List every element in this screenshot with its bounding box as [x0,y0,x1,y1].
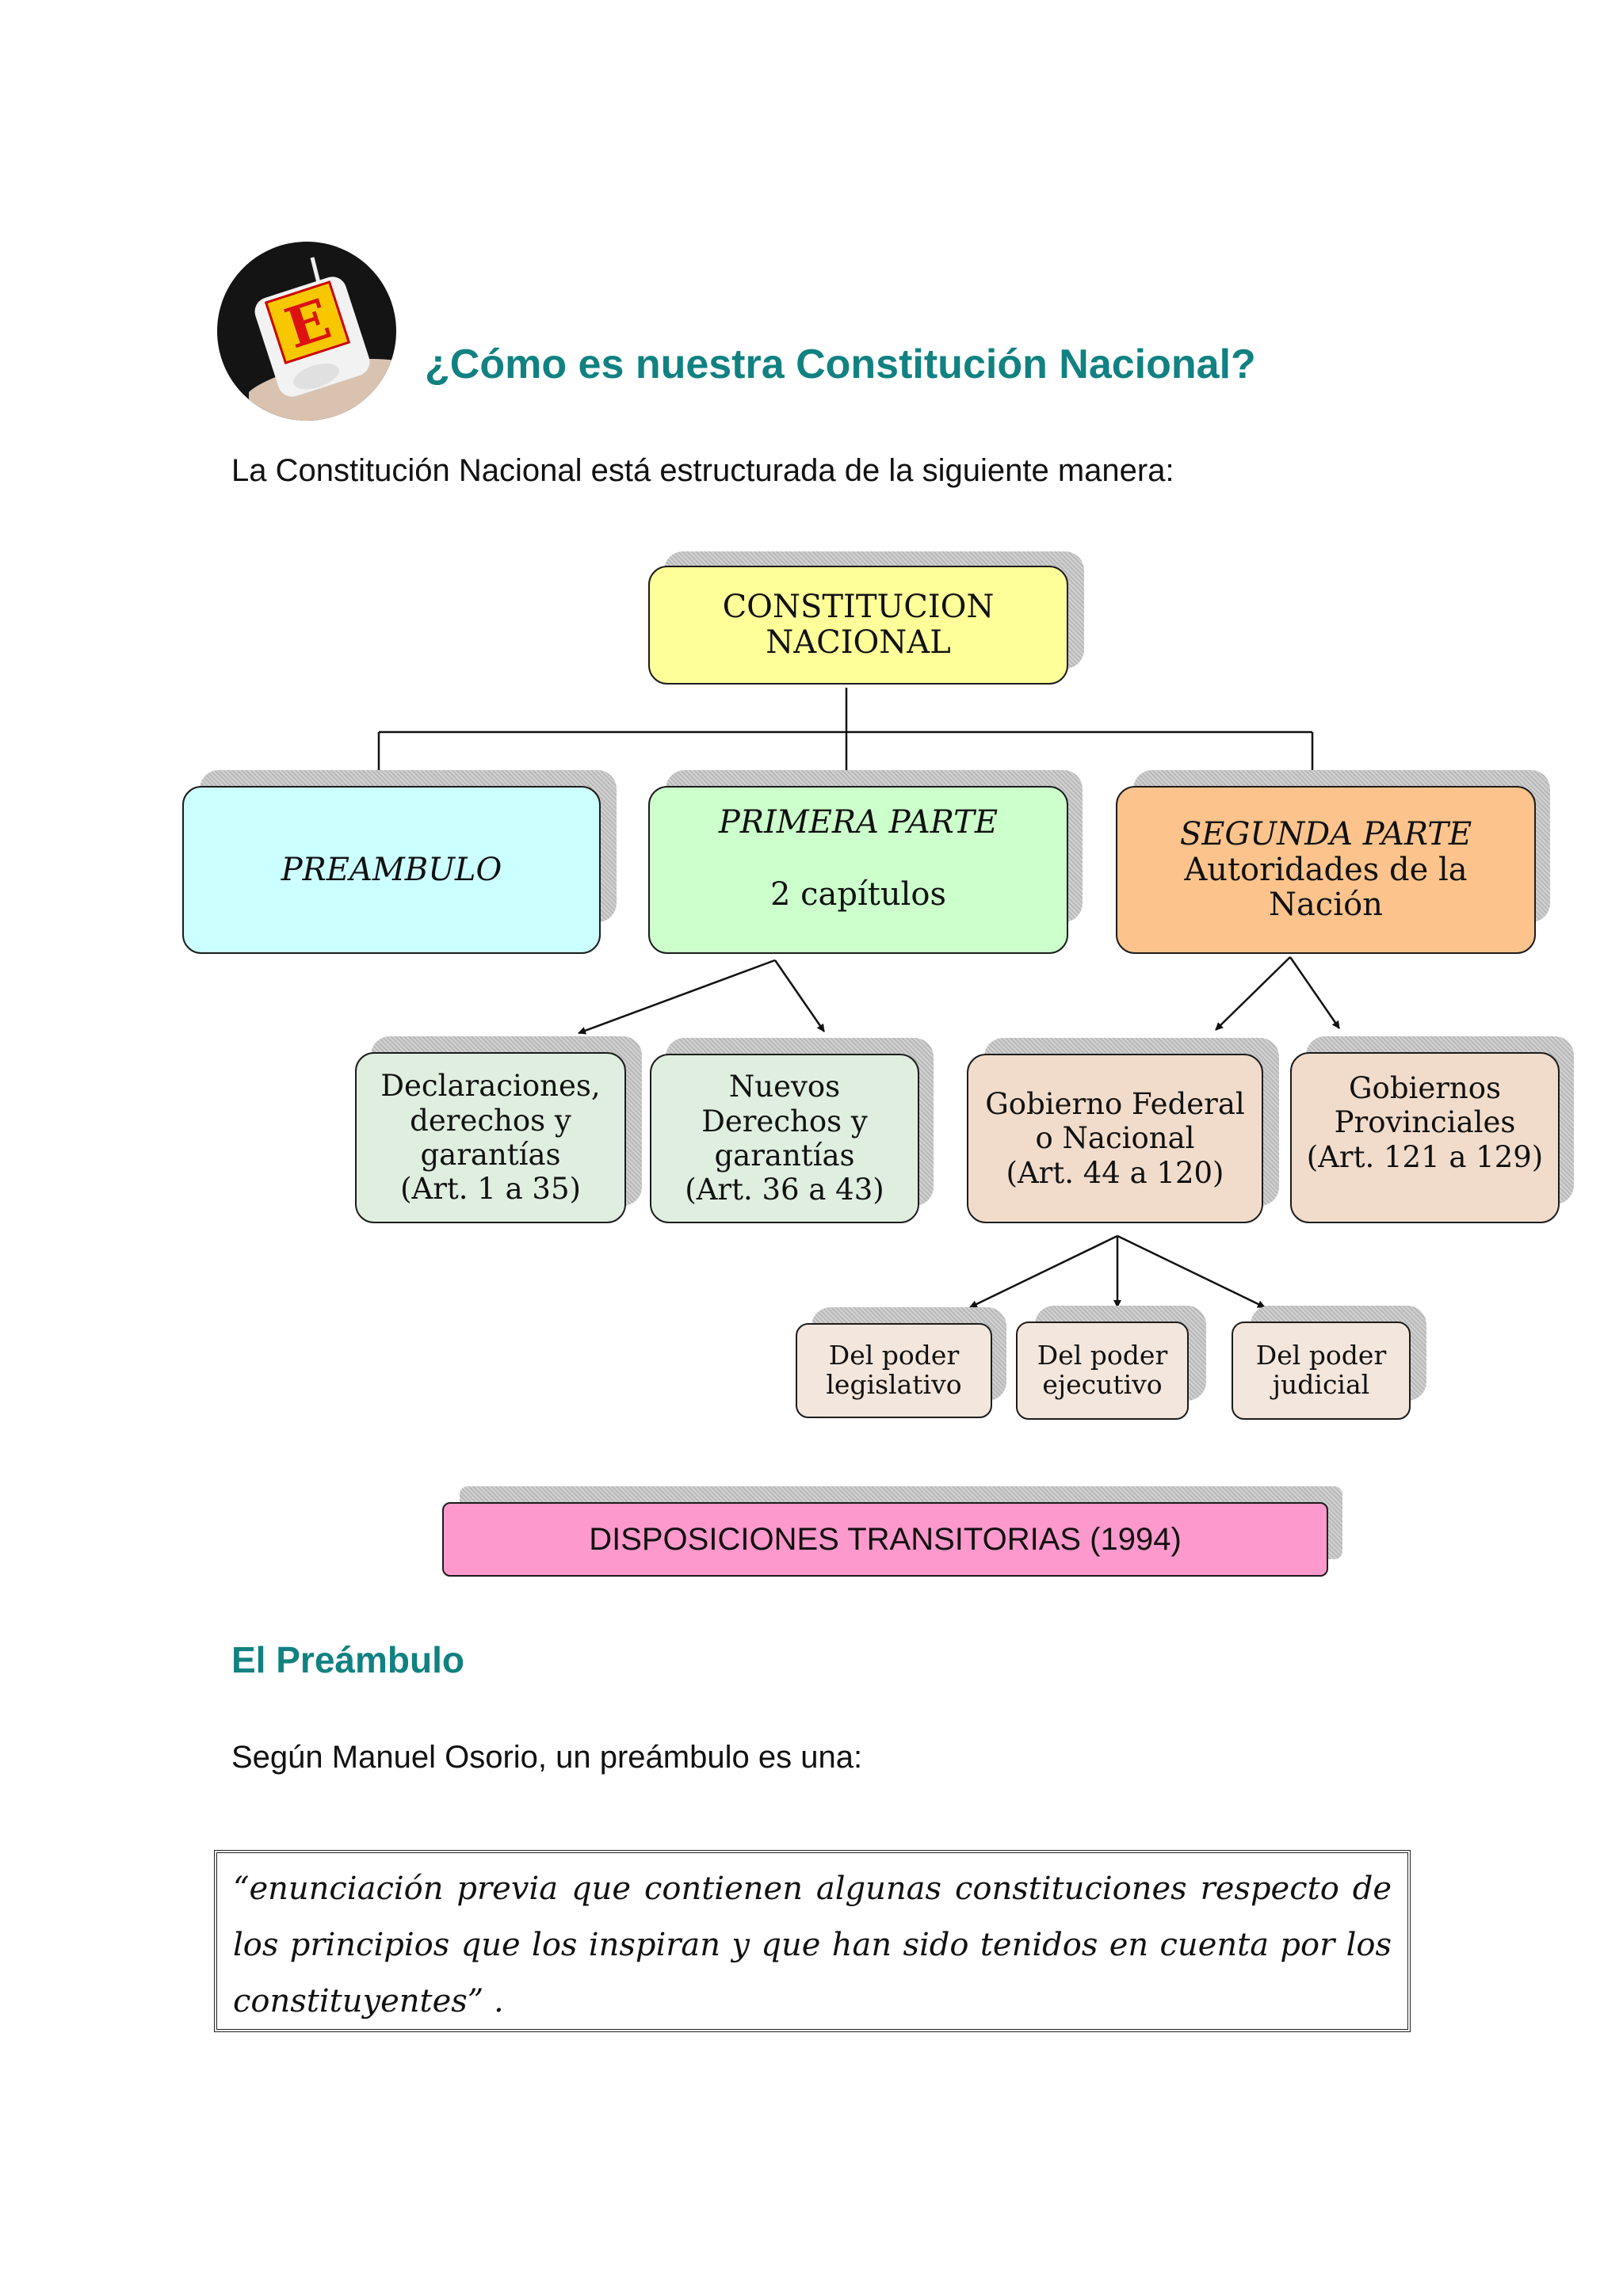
box-preambulo: PREAMBULO [182,786,601,954]
definition-quote: “enunciación previa que contienen alguna… [214,1850,1411,2032]
segunda-sub-1: Autoridades de la [1184,851,1468,888]
federal-line-3: (Art. 44 a 120) [1006,1155,1224,1190]
legislativo-line-2: legislativo [826,1369,962,1400]
box-declaraciones: Declaraciones, derechos y garantías (Art… [355,1052,626,1223]
box-primera-parte: PRIMERA PARTE 2 capítulos [648,786,1068,954]
box-poder-legislativo: Del poder legislativo [796,1323,992,1418]
legislativo-line-1: Del poder [828,1340,960,1371]
box-gobierno-federal: Gobierno Federal o Nacional (Art. 44 a 1… [967,1054,1263,1223]
declaraciones-line-3: garantías [420,1138,561,1172]
segunda-sub-2: Nación [1269,887,1383,924]
provinciales-line-2: Provinciales [1334,1105,1516,1140]
box-constitucion-nacional: CONSTITUCION NACIONAL [648,566,1068,685]
nuevos-line-4: (Art. 36 a 43) [685,1173,884,1207]
primera-sub: 2 capítulos [769,875,947,913]
declaraciones-line-4: (Art. 1 a 35) [400,1172,581,1207]
box-segunda-parte: SEGUNDA PARTE Autoridades de la Nación [1116,786,1536,954]
root-line-1: CONSTITUCION [722,589,995,626]
section-intro: Según Manuel Osorio, un preámbulo es una… [231,1740,863,1775]
transitorias-label: DISPOSICIONES TRANSITORIAS (1994) [589,1521,1182,1557]
root-line-2: NACIONAL [766,624,951,661]
ejecutivo-line-1: Del poder [1037,1340,1168,1371]
primera-title: PRIMERA PARTE [718,804,999,841]
box-gobiernos-provinciales: Gobiernos Provinciales (Art. 121 a 129) [1290,1052,1560,1223]
box-poder-judicial: Del poder judicial [1232,1322,1411,1420]
page-title: ¿Cómo es nuestra Constitución Nacional? [425,341,1256,387]
ejecutivo-line-2: ejecutivo [1042,1369,1163,1400]
provinciales-line-1: Gobiernos [1348,1071,1502,1105]
federal-line-2: o Nacional [1035,1121,1195,1156]
declaraciones-line-1: Declaraciones, [380,1069,601,1104]
federal-line-1: Gobierno Federal [985,1087,1245,1122]
section-heading-preambulo: El Preámbulo [231,1639,464,1680]
nuevos-line-1: Nuevos [728,1070,841,1104]
intro-text: La Constitución Nacional está estructura… [231,453,1174,488]
declaraciones-line-2: derechos y [410,1103,571,1138]
judicial-line-1: Del poder [1255,1340,1387,1371]
judicial-line-2: judicial [1272,1369,1370,1400]
preambulo-label: PREAMBULO [281,851,502,888]
provinciales-line-3: (Art. 121 a 129) [1306,1139,1544,1174]
segunda-title: SEGUNDA PARTE [1179,815,1472,852]
box-poder-ejecutivo: Del poder ejecutivo [1016,1322,1189,1420]
box-nuevos-derechos: Nuevos Derechos y garantías (Art. 36 a 4… [650,1054,919,1223]
nuevos-line-3: garantías [714,1138,855,1173]
box-disposiciones-transitorias: DISPOSICIONES TRANSITORIAS (1994) [442,1502,1328,1577]
nuevos-line-2: Derechos y [701,1104,868,1138]
